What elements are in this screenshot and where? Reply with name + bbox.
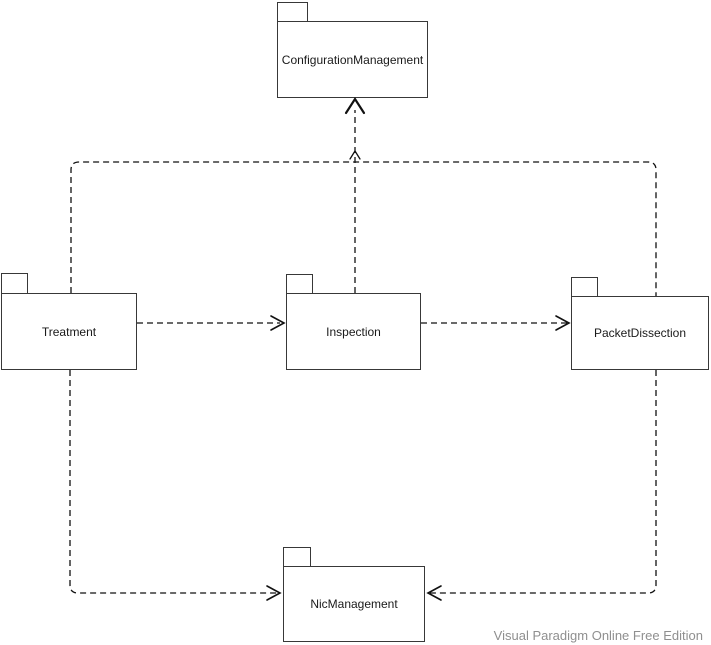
arrowhead-into-configurationmanagement: [344, 96, 366, 115]
package-tab: [277, 2, 308, 21]
package-body: PacketDissection: [571, 296, 709, 370]
arrowhead-into-nicmanagement-left: [266, 585, 282, 601]
package-label: PacketDissection: [593, 326, 687, 340]
package-tab: [571, 277, 598, 296]
package-tab: [1, 273, 28, 293]
package-body: NicManagement: [283, 566, 425, 642]
arrowhead-junction-up: [349, 149, 361, 160]
dependency-treatment-nicmanagement: [69, 370, 278, 594]
package-body: Treatment: [1, 293, 137, 370]
arrowhead-into-nicmanagement-right: [426, 585, 442, 601]
dependency-packetdissection-nicmanagement: [430, 370, 657, 594]
package-label: NicManagement: [310, 597, 398, 611]
package-label: Treatment: [41, 324, 97, 339]
package-label: ConfigurationManagement: [281, 52, 424, 67]
package-tab: [283, 547, 311, 566]
watermark-text: Visual Paradigm Online Free Edition: [493, 628, 703, 643]
package-body: ConfigurationManagement: [277, 21, 428, 98]
dependency-rail-to-configurationmanagement: [70, 161, 657, 296]
arrowhead-into-packetdissection: [555, 315, 571, 331]
arrowhead-into-inspection: [270, 315, 286, 331]
package-label: Inspection: [326, 324, 381, 339]
package-tab: [286, 274, 313, 293]
package-body: Inspection: [286, 293, 421, 370]
